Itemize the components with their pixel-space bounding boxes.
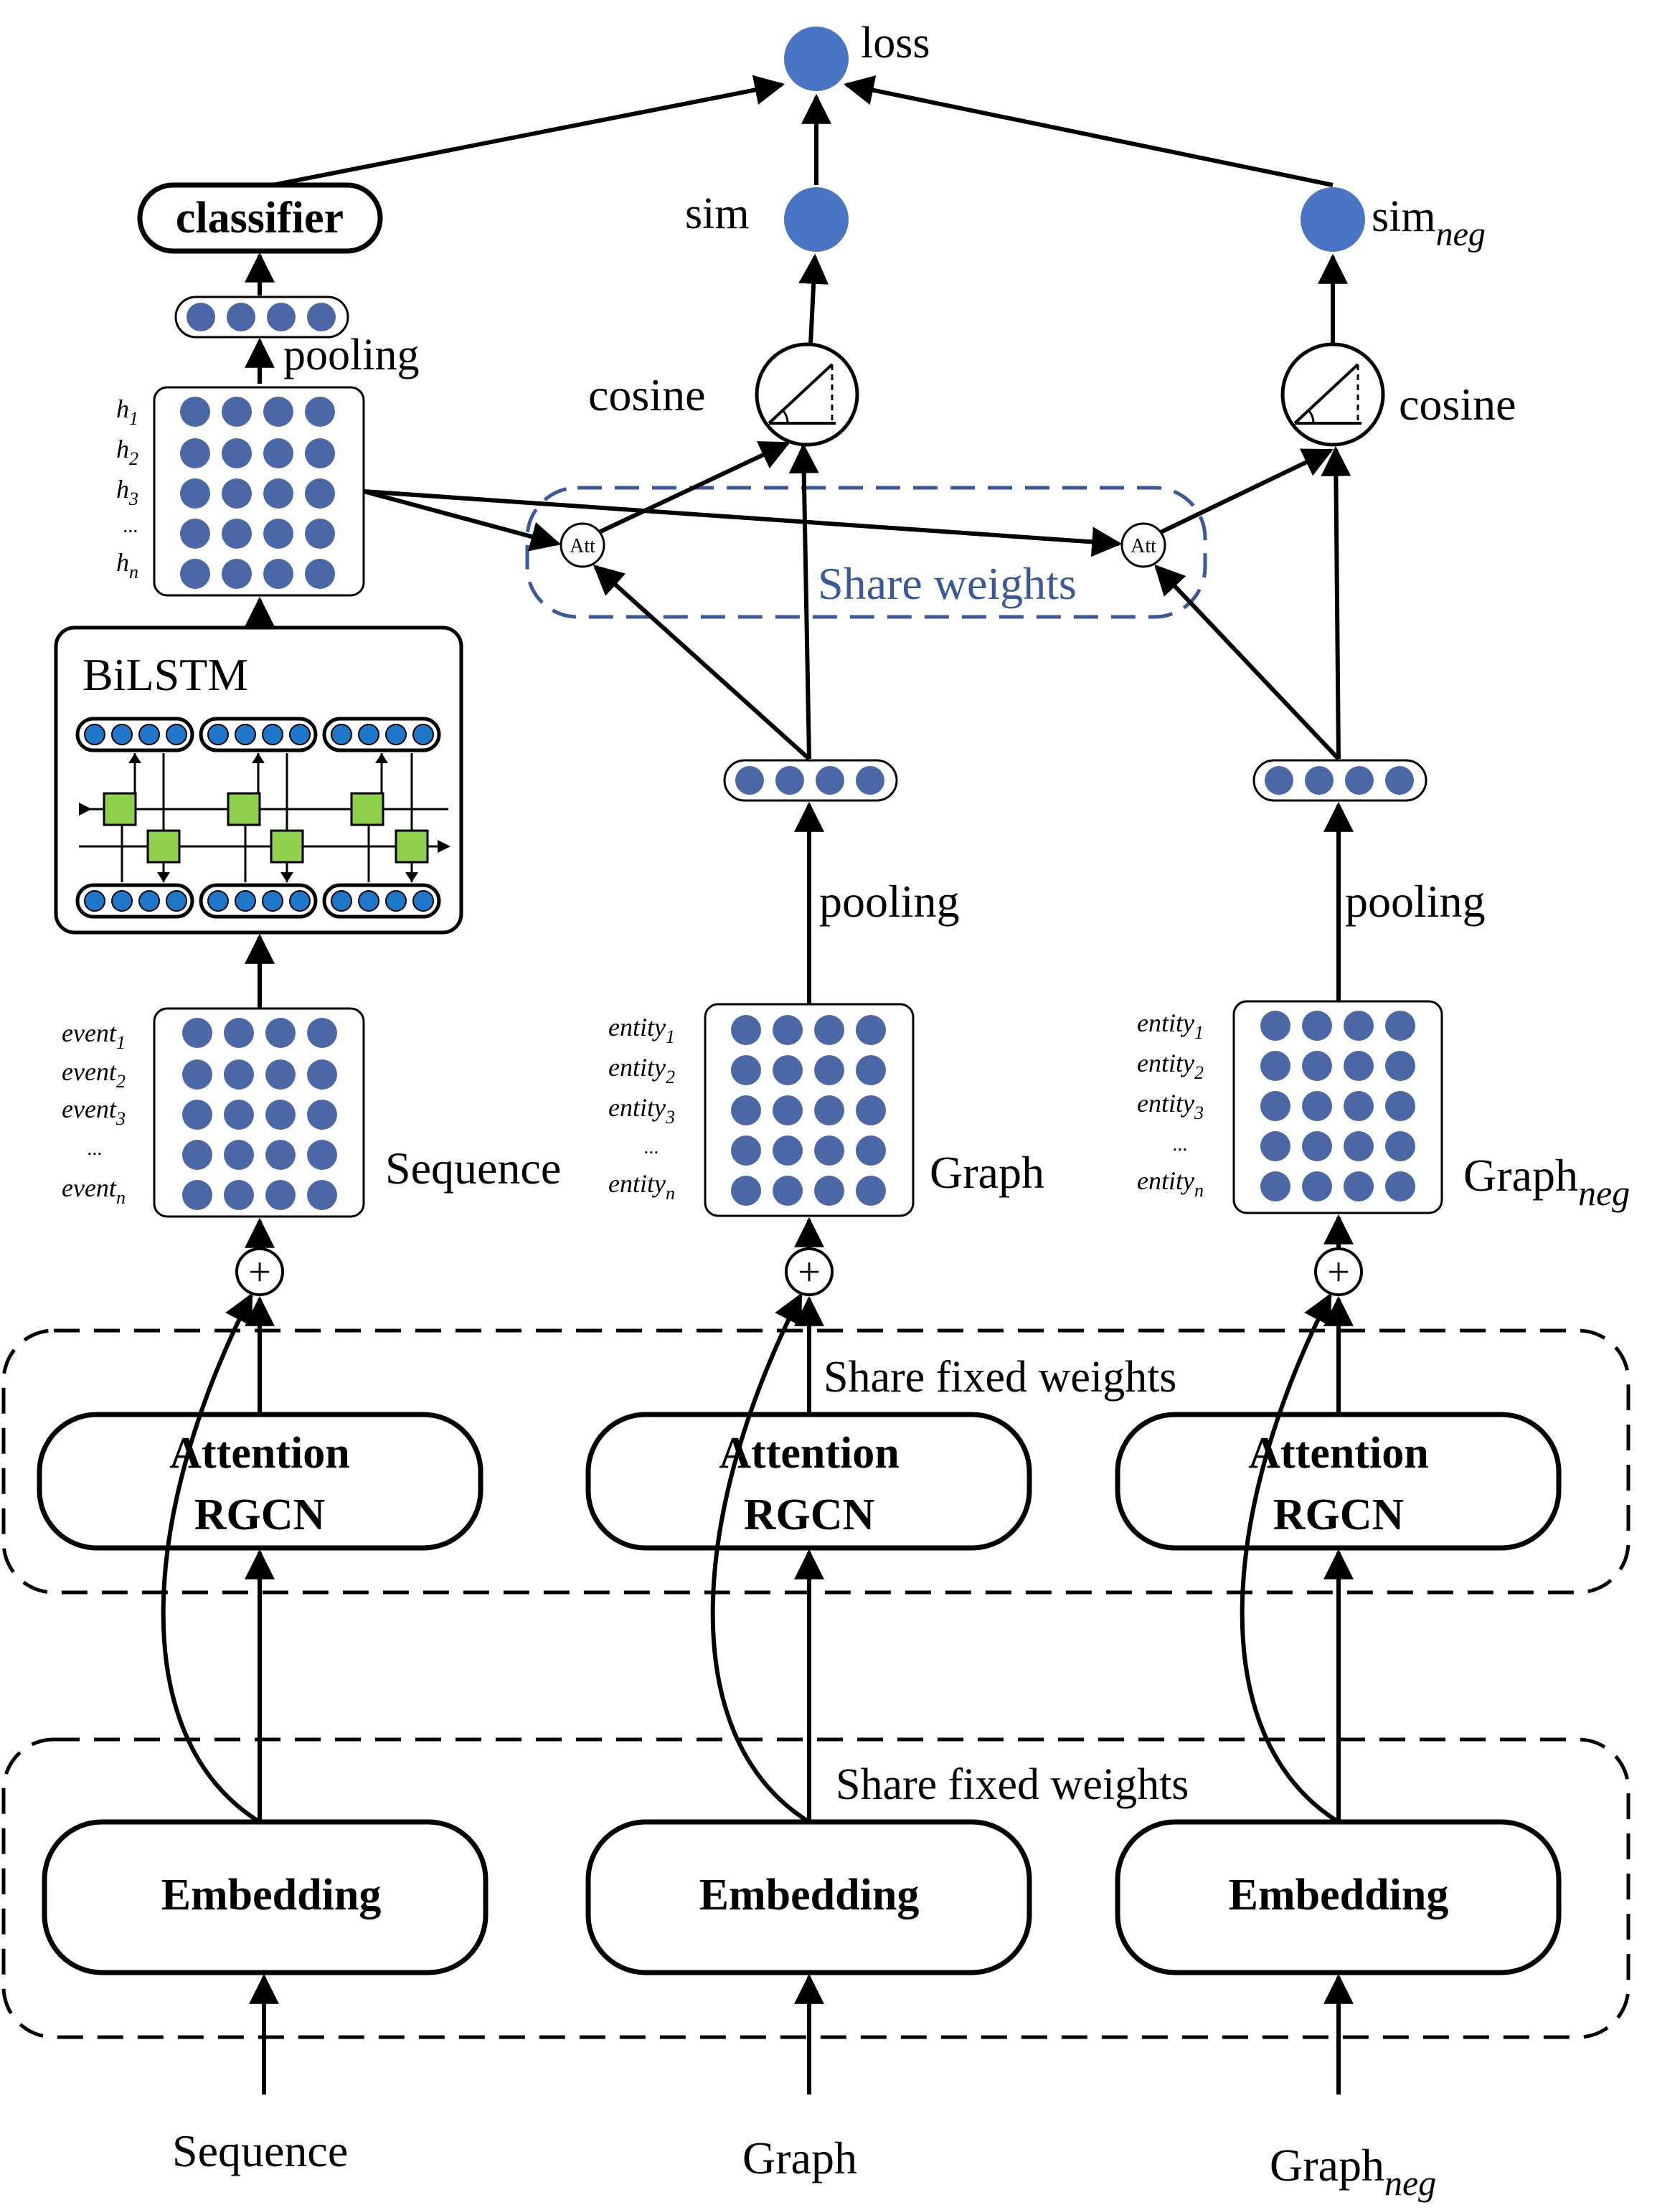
hidden-row-label: ... xyxy=(123,515,138,537)
classifier-label: classifier xyxy=(176,194,344,242)
event-row-label: event2 xyxy=(62,1057,126,1092)
neg-entity-dots xyxy=(1260,1011,1415,1201)
sim-neg-node xyxy=(1301,187,1365,252)
graph-side-label: Graph xyxy=(930,1147,1044,1198)
entity-row-label: entityn xyxy=(1137,1166,1204,1201)
pooling-neg-label: pooling xyxy=(1345,876,1486,927)
att-to-cosine-neg-arrow xyxy=(1159,448,1334,534)
cosine-to-sim-arrow xyxy=(798,253,829,345)
share-weights-label: Share weights xyxy=(818,558,1077,609)
graph-pooled-vector xyxy=(723,759,898,802)
pooling-seq-label: pooling xyxy=(283,331,419,379)
cosine-neg-icon xyxy=(1280,342,1385,447)
sim-node xyxy=(784,187,849,252)
rgcn-label: RGCN xyxy=(744,1491,875,1539)
hidden-to-att-neg-arrow xyxy=(363,489,1123,557)
classifier-to-loss-arrow xyxy=(258,75,785,190)
loss-node xyxy=(784,27,849,91)
entity-row-label: ... xyxy=(1173,1133,1188,1156)
event-row-label: event1 xyxy=(62,1019,126,1053)
sim-neg-label: simneg xyxy=(1372,192,1486,253)
graph-entity-dots xyxy=(731,1015,886,1206)
plus-label: + xyxy=(1327,1250,1350,1295)
event-row-label: ... xyxy=(88,1138,103,1160)
event-matrix-dots xyxy=(182,1018,337,1210)
classifier-box xyxy=(137,182,383,254)
neg-pooled-dots xyxy=(1265,766,1414,795)
skip-connection-neg xyxy=(1240,1293,1340,1824)
neg-pooled-to-att-arrow xyxy=(1154,564,1341,761)
attention-label: Attention xyxy=(169,1429,349,1478)
sim-label: sim xyxy=(685,189,750,238)
share-fixed-weights-label-2: Share fixed weights xyxy=(836,1760,1189,1809)
skip-connection-seq xyxy=(161,1293,261,1824)
rgcn-label: RGCN xyxy=(194,1491,326,1539)
entity-row-label: entity1 xyxy=(1137,1009,1204,1043)
event-row-labels: event1 event2 event3 ... eventn xyxy=(62,1019,126,1208)
cosine-neg-label: cosine xyxy=(1399,379,1516,430)
hidden-row-label: hn xyxy=(116,548,138,582)
cosine-graph-label: cosine xyxy=(588,369,706,420)
skip-connection-graph xyxy=(710,1293,811,1824)
hidden-row-label: h2 xyxy=(116,435,138,469)
graph-pooled-dots xyxy=(735,766,884,795)
hidden-row-label: h3 xyxy=(116,475,138,509)
plus-label: + xyxy=(798,1250,821,1295)
graph-pooled-to-att-arrow xyxy=(593,565,811,761)
event-row-label: eventn xyxy=(62,1174,126,1208)
hidden-to-att-graph-arrow xyxy=(363,489,562,552)
input-sequence-label: Sequence xyxy=(172,2125,348,2176)
entity-row-label: entity2 xyxy=(608,1053,675,1087)
loss-label: loss xyxy=(861,19,930,67)
neg-pooled-to-cosine-arrow xyxy=(1321,445,1351,760)
share-fixed-weights-label-1: Share fixed weights xyxy=(824,1353,1176,1402)
entity-row-label: entity3 xyxy=(608,1093,675,1128)
plus-node-neg: + xyxy=(1314,1247,1363,1296)
plus-label: + xyxy=(248,1250,271,1295)
pooling-graph-label: pooling xyxy=(819,876,960,927)
input-graph-label: Graph xyxy=(742,2133,857,2183)
entity-row-label: entity3 xyxy=(1137,1089,1204,1123)
graph-neg-side-label: Graphneg xyxy=(1463,1150,1630,1213)
graph-pooled-to-cosine-arrow xyxy=(788,443,819,760)
bilstm-label: BiLSTM xyxy=(82,649,248,700)
entity-row-label: ... xyxy=(644,1136,659,1158)
hidden-row-label: h1 xyxy=(116,395,138,429)
neg-entity-matrix xyxy=(1232,1000,1443,1214)
entity-row-label: entity2 xyxy=(1137,1049,1204,1083)
graph-entity-row-labels: entity1 entity2 entity3 ... entityn xyxy=(608,1013,675,1204)
seq-pooled-dots xyxy=(187,303,336,331)
event-row-label: event3 xyxy=(62,1095,126,1129)
neg-entity-row-labels: entity1 entity2 entity3 ... entityn xyxy=(1137,1009,1204,1201)
graph-entity-matrix xyxy=(704,1003,915,1217)
bilstm-internals xyxy=(75,717,450,919)
attention-label: Attention xyxy=(1248,1429,1428,1478)
att-label-neg: Att xyxy=(1131,535,1156,557)
embedding-label: Embedding xyxy=(161,1871,382,1919)
entity-row-label: entityn xyxy=(608,1169,675,1204)
embedding-label: Embedding xyxy=(699,1871,920,1919)
sequence-side-label: Sequence xyxy=(385,1143,561,1194)
att-label-graph: Att xyxy=(570,535,595,557)
entity-row-label: entity1 xyxy=(608,1013,675,1047)
simneg-to-loss-arrow xyxy=(843,75,1334,187)
rgcn-label: RGCN xyxy=(1273,1491,1405,1539)
cosine-graph-icon xyxy=(755,342,859,447)
plus-node-graph: + xyxy=(785,1247,834,1296)
neg-pooled-vector xyxy=(1252,759,1427,802)
hidden-states-dots xyxy=(180,397,335,589)
seq-pooled-vector xyxy=(174,296,349,339)
embedding-box-seq xyxy=(42,1819,489,1975)
plus-node-seq: + xyxy=(235,1247,284,1296)
share-fixed-weights-region-2 xyxy=(1,1737,1631,2039)
embedding-label: Embedding xyxy=(1229,1871,1449,1919)
share-weights-region xyxy=(525,486,1207,619)
attention-label: Attention xyxy=(719,1429,899,1478)
hidden-row-labels: h1 h2 h3 ... hn xyxy=(116,395,138,582)
input-graph-neg-label: Graphneg xyxy=(1270,2140,1436,2203)
att-to-cosine-graph-arrow xyxy=(598,441,791,534)
